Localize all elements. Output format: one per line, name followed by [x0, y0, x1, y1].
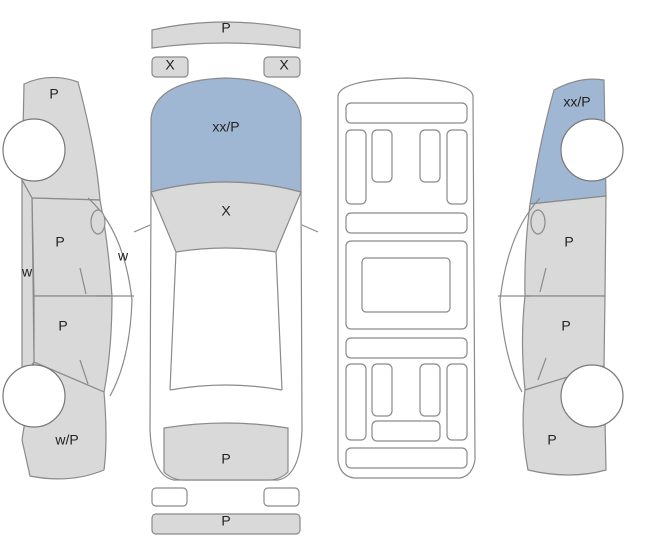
- right-rear-door-label: P: [561, 318, 570, 334]
- left-rear-wheel: [2, 364, 66, 428]
- hood[interactable]: [150, 77, 302, 193]
- right-rear-quarter-label: P: [547, 432, 556, 448]
- rear-bumper[interactable]: [151, 513, 301, 535]
- top-view: P X X xx/P X P P: [133, 20, 319, 535]
- trunk[interactable]: [163, 422, 289, 481]
- front-left-corner[interactable]: [151, 56, 189, 78]
- rear-right-corner[interactable]: [263, 487, 300, 507]
- rear-bumper-label: P: [221, 513, 230, 529]
- right-side-view: xx/P P P P: [498, 78, 624, 476]
- left-mirror[interactable]: [90, 209, 106, 235]
- front-bumper[interactable]: [151, 21, 301, 49]
- windshield-label: X: [221, 203, 231, 219]
- front-left-corner-label: X: [165, 57, 175, 73]
- right-rear-wheel: [560, 364, 624, 428]
- left-side-view: P P P w/P w w: [2, 76, 134, 480]
- right-front-wheel: [560, 118, 624, 182]
- left-sill[interactable]: [21, 177, 35, 382]
- front-right-corner-label: X: [279, 57, 289, 73]
- left-rear-quarter-label: w/P: [54, 432, 78, 448]
- left-rear-door-label: P: [58, 318, 67, 334]
- front-right-corner[interactable]: [263, 56, 301, 78]
- left-front-wheel: [2, 118, 66, 182]
- left-mirror-label: w: [117, 248, 129, 264]
- left-front-door-label: P: [55, 234, 64, 250]
- front-bumper-label: P: [221, 20, 230, 36]
- hood-label: xx/P: [212, 119, 239, 135]
- left-sill-label: w: [21, 264, 33, 280]
- right-front-fender-label: xx/P: [563, 94, 590, 110]
- trunk-label: P: [221, 451, 230, 467]
- underbody-view: [337, 77, 476, 479]
- left-front-fender-label: P: [49, 86, 58, 102]
- rear-left-corner[interactable]: [151, 487, 188, 507]
- right-front-door-label: P: [564, 234, 573, 250]
